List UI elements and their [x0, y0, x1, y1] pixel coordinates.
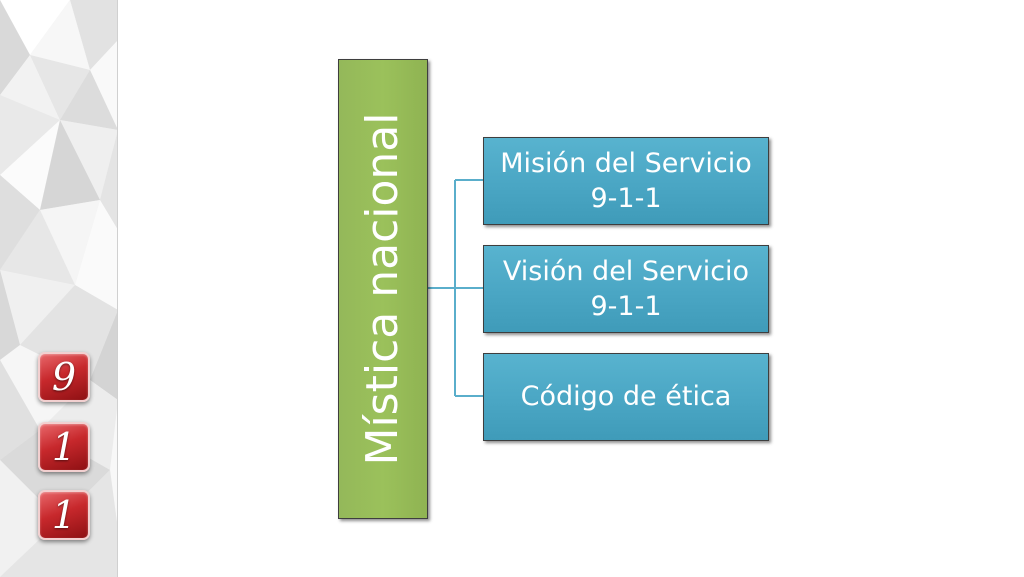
badge-digit: 1 — [38, 490, 90, 540]
child-node-label: Misión del Servicio 9-1-1 — [500, 147, 752, 214]
child-node-codigo-etica: Código de ética — [483, 353, 769, 441]
child-node-vision: Visión del Servicio 9-1-1 — [483, 245, 769, 333]
child-node-label: Visión del Servicio 9-1-1 — [502, 255, 750, 322]
child-node-mision: Misión del Servicio 9-1-1 — [483, 137, 769, 225]
root-node-label: Mística nacional — [357, 112, 408, 466]
root-node: Mística nacional — [338, 59, 428, 519]
decorative-side-panel: 9 1 1 — [0, 0, 118, 577]
polygon-texture-background — [0, 0, 118, 577]
badge-digit: 9 — [38, 352, 90, 402]
child-node-label: Código de ética — [520, 381, 732, 413]
badge-digit: 1 — [38, 422, 90, 472]
